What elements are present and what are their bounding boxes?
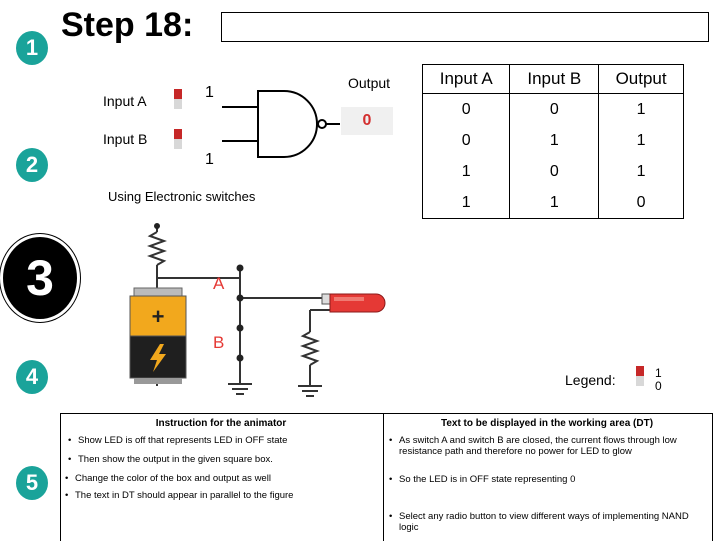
marker-2: 2 (16, 148, 48, 182)
table-cell: 0 (421, 125, 511, 156)
marker-4: 4 (16, 360, 48, 394)
instruction-item: Then show the output in the given square… (68, 454, 368, 465)
truth-table: Input A Input B Output 0 0 1 0 1 1 1 0 1… (421, 64, 684, 219)
table-cell: 0 (421, 93, 511, 125)
input-b-value: 1 (205, 151, 214, 168)
switch-a-label: A (213, 274, 225, 293)
instruction-item: The text in DT should appear in parallel… (65, 490, 375, 501)
display-text-heading: Text to be displayed in the working area… (440, 418, 654, 429)
legend-off-value: 0 (655, 379, 662, 393)
instruction-item: Show LED is off that represents LED in O… (68, 435, 368, 446)
display-text-item: Select any radio button to view differen… (389, 511, 689, 533)
display-text-item: As switch A and switch B are closed, the… (389, 435, 704, 457)
table-cell: 0 (598, 187, 684, 219)
table-header-output: Output (598, 64, 684, 94)
battery-icon: + (129, 287, 187, 384)
display-text-item: So the LED is in OFF state representing … (389, 474, 704, 485)
instruction-item: Change the color of the box and output a… (65, 473, 370, 484)
table-cell: 0 (509, 156, 600, 187)
marker-1: 1 (16, 31, 48, 65)
legend-label: Legend: (565, 372, 616, 388)
table-row: 1 0 1 (421, 156, 684, 187)
marker-3: 3 (0, 234, 80, 322)
table-cell: 1 (421, 156, 511, 187)
input-b-switch[interactable] (174, 129, 182, 149)
table-cell: 1 (509, 187, 600, 219)
switch-b-label: B (213, 333, 225, 352)
table-cell: 1 (598, 93, 684, 125)
table-header-input-a: Input A (421, 64, 511, 94)
input-a-switch[interactable] (174, 89, 182, 109)
output-box: 0 (341, 107, 393, 135)
input-b-label: Input B (103, 131, 148, 147)
table-cell: 1 (598, 125, 684, 156)
table-row: 0 0 1 (421, 93, 684, 125)
legend-switch-icon (636, 366, 644, 386)
step-answer-box[interactable] (221, 12, 709, 42)
display-text-panel (382, 413, 713, 541)
instruction-panel (60, 413, 384, 541)
table-header-input-b: Input B (509, 64, 600, 94)
step-title: Step 18: (61, 6, 194, 44)
nand-gate-diagram (222, 90, 340, 158)
input-a-value: 1 (205, 84, 214, 101)
table-row: 1 1 0 (421, 187, 684, 219)
switch-caption: Using Electronic switches (108, 189, 256, 204)
input-a-label: Input A (103, 93, 147, 109)
output-label: Output (348, 75, 391, 91)
table-cell: 0 (509, 93, 600, 125)
legend-on-value: 1 (655, 366, 662, 380)
table-cell: 1 (509, 125, 600, 156)
led-icon (321, 293, 386, 313)
marker-5: 5 (16, 466, 48, 500)
svg-text:+: + (152, 304, 165, 329)
table-cell: 1 (421, 187, 511, 219)
table-row: 0 1 1 (421, 125, 684, 156)
table-cell: 1 (598, 156, 684, 187)
circuit-diagram: + (129, 223, 386, 397)
instruction-heading: Instruction for the animator (155, 418, 287, 429)
